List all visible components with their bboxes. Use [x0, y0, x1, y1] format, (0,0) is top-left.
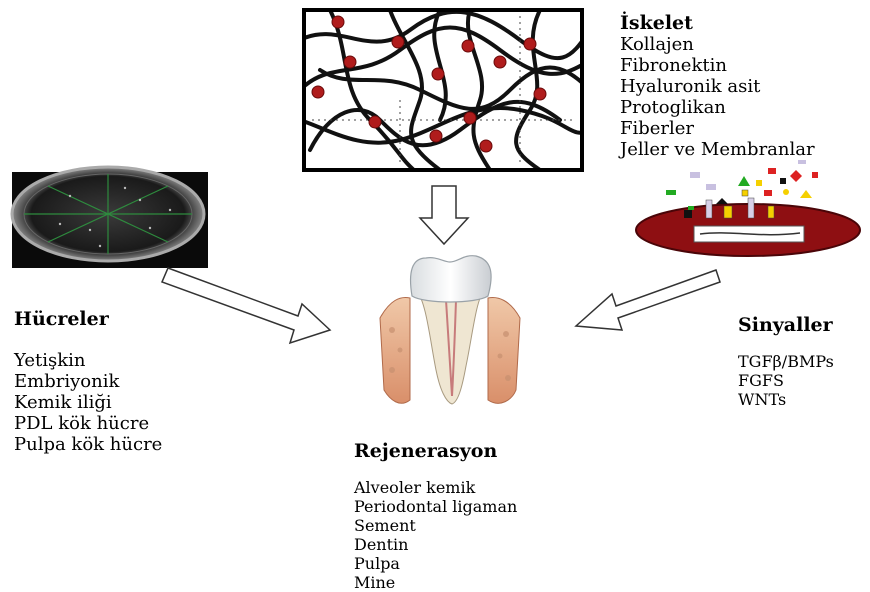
list-item: Kollajen	[620, 34, 815, 55]
petri-dish-icon	[12, 167, 208, 268]
regeneration-block: Rejenerasyon Alveoler kemik Periodontal …	[354, 440, 517, 592]
cells-title: Hücreler	[14, 308, 162, 330]
list-item: Hyaluronik asit	[620, 76, 815, 97]
list-item: WNTs	[738, 390, 834, 409]
arrow-icon	[576, 270, 720, 330]
scaffold-network-icon	[300, 8, 590, 175]
tooth-icon	[380, 256, 520, 404]
list-item: Alveoler kemik	[354, 478, 517, 497]
list-item: Yetişkin	[14, 350, 162, 371]
list-item: Jeller ve Membranlar	[620, 139, 815, 160]
cells-block: Hücreler Yetişkin Embriyonik Kemik iliği…	[14, 308, 162, 455]
list-item: PDL kök hücre	[14, 413, 162, 434]
list-item: Pulpa	[354, 554, 517, 573]
list-item: Fiberler	[620, 118, 815, 139]
signals-block: Sinyaller TGFβ/BMPs FGFS WNTs	[738, 314, 834, 409]
signals-list: TGFβ/BMPs FGFS WNTs	[738, 352, 834, 409]
arrow-icon	[162, 268, 330, 343]
scaffold-block: İskelet Kollajen Fibronektin Hyaluronik …	[620, 12, 815, 160]
regeneration-title: Rejenerasyon	[354, 440, 517, 462]
list-item: Embriyonik	[14, 371, 162, 392]
list-item: FGFS	[738, 371, 834, 390]
list-item: Fibronektin	[620, 55, 815, 76]
cells-list: Yetişkin Embriyonik Kemik iliği PDL kök …	[14, 350, 162, 455]
list-item: Protoglikan	[620, 97, 815, 118]
list-item: Sement	[354, 516, 517, 535]
signals-title: Sinyaller	[738, 314, 834, 336]
cell-signal-icon	[636, 160, 860, 256]
scaffold-title: İskelet	[620, 12, 815, 34]
arrow-icon	[420, 186, 468, 244]
regeneration-list: Alveoler kemik Periodontal ligaman Semen…	[354, 478, 517, 592]
scaffold-list: Kollajen Fibronektin Hyaluronik asit Pro…	[620, 34, 815, 160]
list-item: Mine	[354, 573, 517, 592]
list-item: TGFβ/BMPs	[738, 352, 834, 371]
list-item: Dentin	[354, 535, 517, 554]
list-item: Kemik iliği	[14, 392, 162, 413]
list-item: Periodontal ligaman	[354, 497, 517, 516]
list-item: Pulpa kök hücre	[14, 434, 162, 455]
